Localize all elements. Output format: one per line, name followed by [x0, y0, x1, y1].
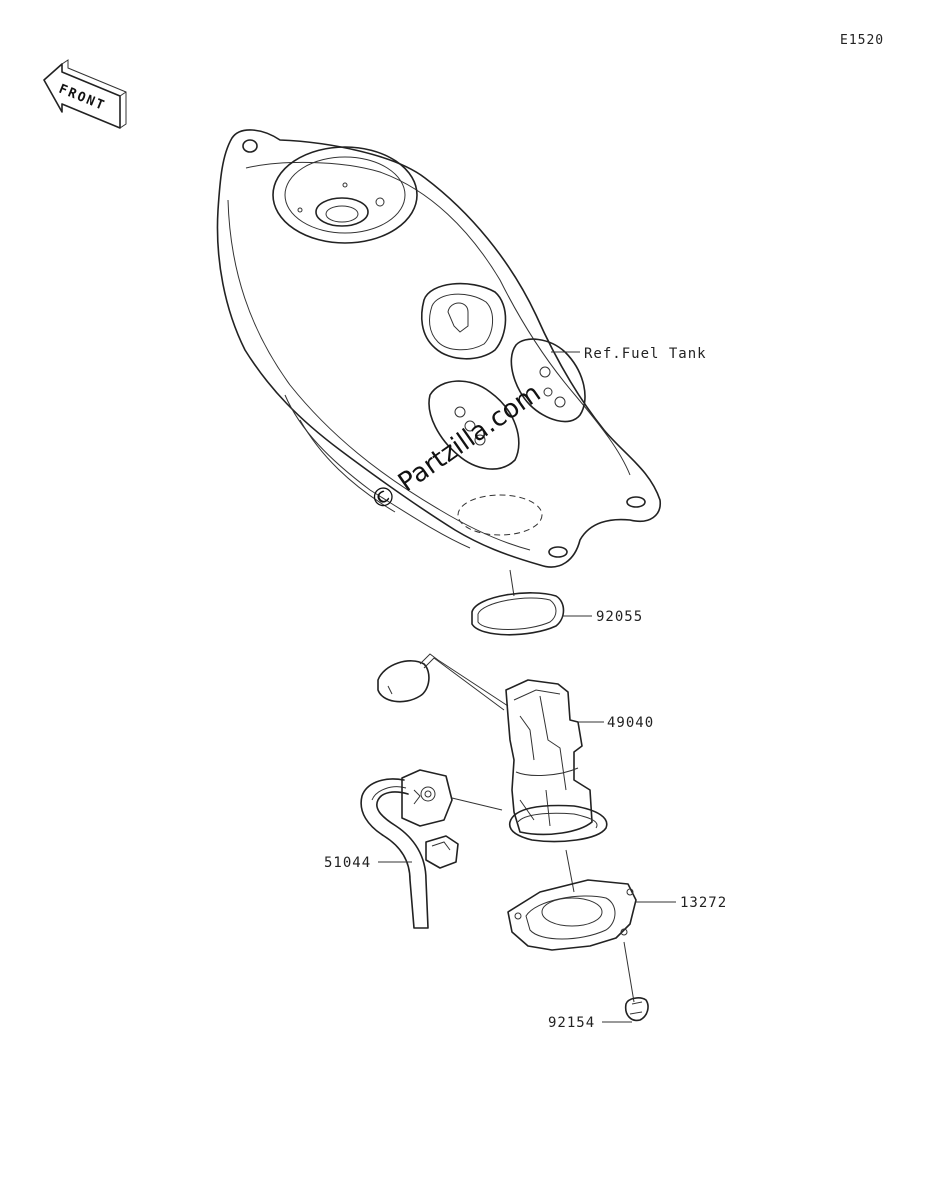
fuel-tank-drawing[interactable]: [216, 129, 661, 568]
plate-13272-drawing[interactable]: [507, 849, 637, 951]
part-number-92154[interactable]: 92154: [548, 1015, 595, 1031]
front-arrow-icon: FRONT: [43, 59, 127, 129]
reference-fuel-tank-label: Ref.Fuel Tank: [584, 346, 707, 362]
part-number-13272[interactable]: 13272: [680, 895, 727, 911]
fuel-pump-49040-drawing[interactable]: [377, 653, 608, 843]
hose-51044-drawing[interactable]: [360, 769, 503, 929]
bolt-92154-drawing[interactable]: [623, 941, 649, 1022]
gasket-92055-drawing[interactable]: [471, 569, 565, 636]
part-number-51044[interactable]: 51044: [324, 855, 371, 871]
part-number-92055[interactable]: 92055: [596, 609, 643, 625]
diagram-code: E1520: [840, 33, 884, 48]
part-number-49040[interactable]: 49040: [607, 715, 654, 731]
